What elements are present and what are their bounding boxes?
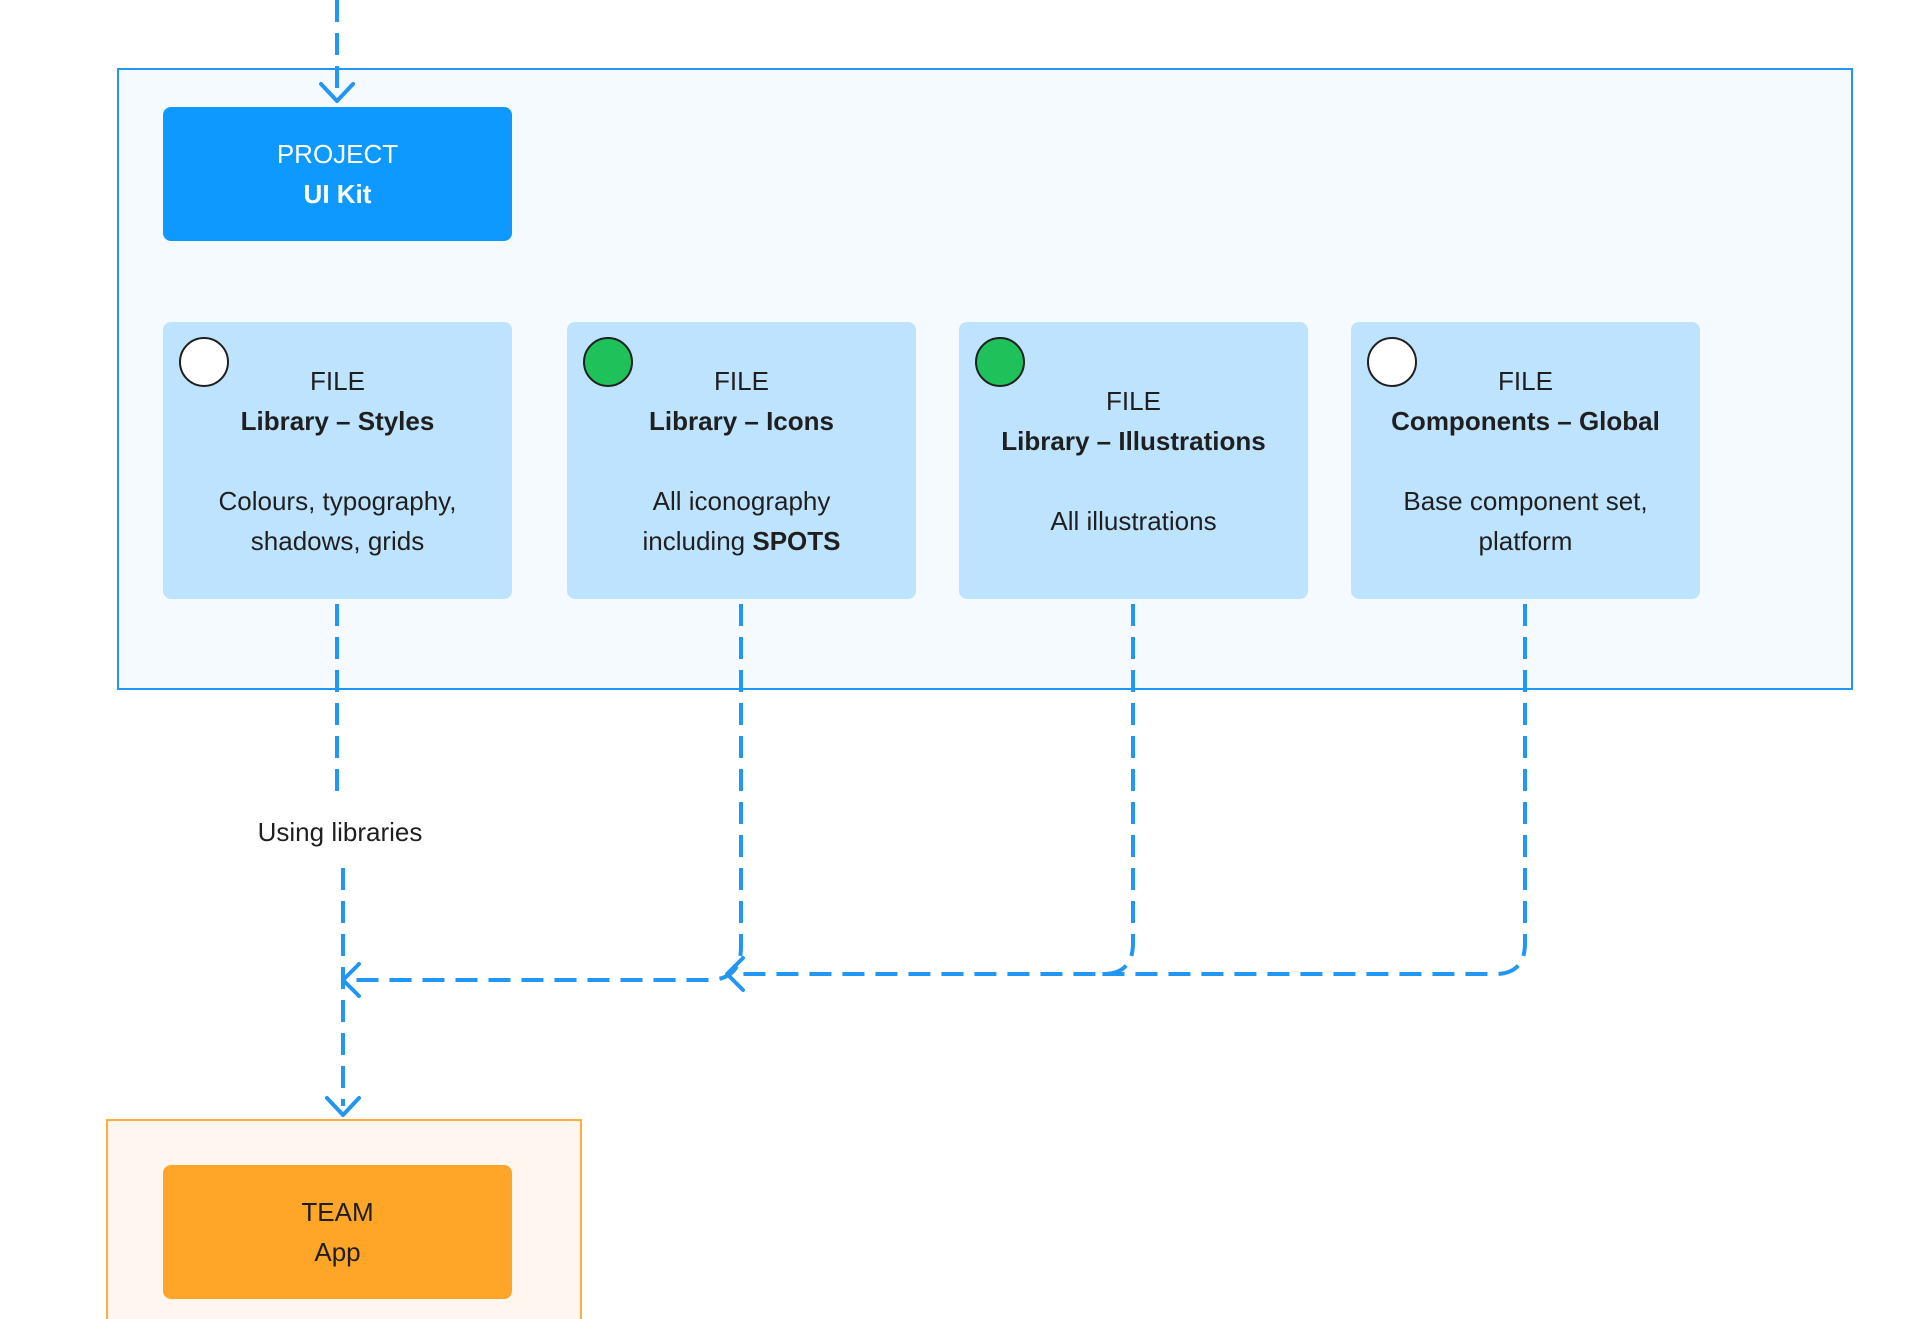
- team-name: App: [314, 1237, 361, 1267]
- status-indicator-green: [583, 337, 633, 387]
- file-name: Library – Illustrations: [1001, 425, 1266, 456]
- file-description-line2: shadows, grids: [250, 525, 425, 556]
- file-name: Components – Global: [1391, 405, 1660, 436]
- project-node[interactable]: PROJECT UI Kit: [163, 107, 512, 241]
- file-node-components-global[interactable]: FILE Components – Global Base component …: [1351, 322, 1700, 599]
- status-indicator-green: [975, 337, 1025, 387]
- project-name: UI Kit: [303, 179, 372, 209]
- file-kind: FILE: [714, 365, 769, 396]
- status-indicator-empty: [179, 337, 229, 387]
- file-description: Base component set,: [1403, 485, 1648, 516]
- file-description: Colours, typography,: [218, 485, 457, 516]
- arrowhead-into-project: [319, 82, 355, 103]
- team-node[interactable]: TEAM App: [163, 1165, 512, 1299]
- connector-icons: [351, 604, 743, 982]
- file-kind: FILE: [310, 365, 365, 396]
- file-description: All iconography: [652, 485, 831, 516]
- project-kind: PROJECT: [276, 139, 399, 169]
- edge-label-using-libraries: Using libraries: [240, 812, 440, 852]
- file-name: Library – Styles: [240, 405, 435, 436]
- file-node-library-icons[interactable]: FILE Library – Icons All iconography inc…: [567, 322, 916, 599]
- arrowhead-merge-left: [341, 962, 361, 998]
- file-name: Library – Icons: [649, 405, 834, 436]
- file-description: All illustrations: [1050, 505, 1217, 536]
- status-indicator-empty: [1367, 337, 1417, 387]
- connector-illustrations: [735, 604, 1135, 976]
- file-node-library-styles[interactable]: FILE Library – Styles Colours, typograph…: [163, 322, 512, 599]
- arrowhead-into-team: [325, 1096, 361, 1117]
- file-description-line2: including: [642, 525, 753, 556]
- file-description-line2-wrap: including SPOTS: [643, 521, 841, 561]
- team-kind: TEAM: [301, 1197, 374, 1227]
- file-description-line2: platform: [1478, 525, 1573, 556]
- file-description-highlight: SPOTS: [752, 525, 841, 556]
- arrowhead-merge-middle: [725, 956, 745, 992]
- file-node-library-illustrations[interactable]: FILE Library – Illustrations All illustr…: [959, 322, 1308, 599]
- connector-components: [1100, 604, 1527, 976]
- file-kind: FILE: [1498, 365, 1553, 396]
- file-kind: FILE: [1106, 385, 1161, 416]
